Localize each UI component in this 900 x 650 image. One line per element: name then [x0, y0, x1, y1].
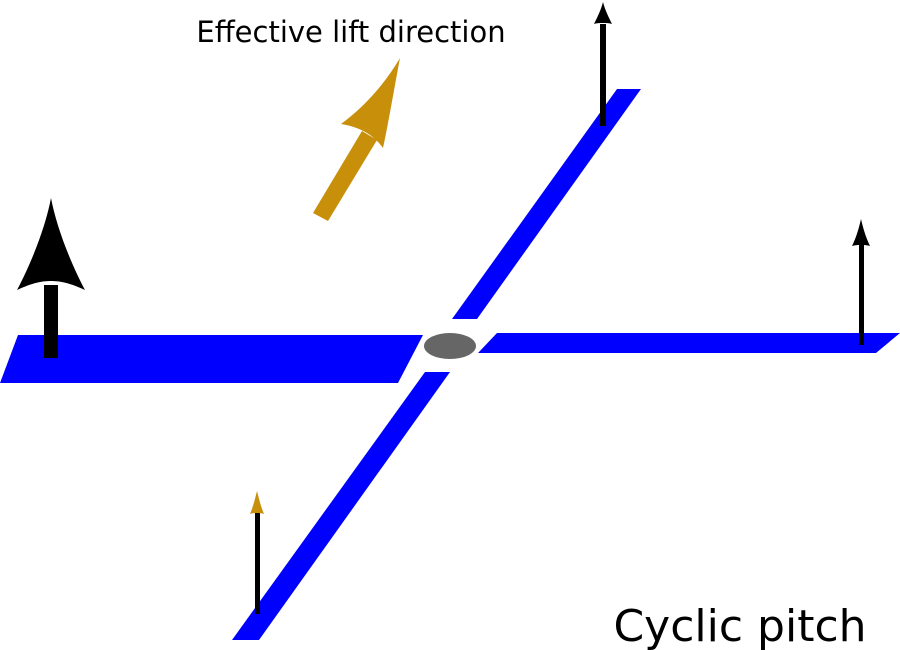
diagram-caption: Cyclic pitch — [613, 601, 866, 650]
blade-lower — [232, 372, 450, 640]
hub-icon — [424, 333, 476, 359]
blade-upper — [452, 89, 641, 319]
lift-arrow-lower — [250, 491, 264, 614]
blade-right — [478, 333, 900, 353]
blade-left — [0, 335, 423, 383]
lift-arrow-left — [17, 198, 85, 358]
effective-lift-arrow-icon — [313, 58, 400, 221]
lift-arrow-upper — [594, 2, 612, 126]
rotor-blades — [0, 89, 900, 640]
lift-arrow-right — [852, 219, 870, 345]
effective-lift-label: Effective lift direction — [196, 15, 505, 49]
